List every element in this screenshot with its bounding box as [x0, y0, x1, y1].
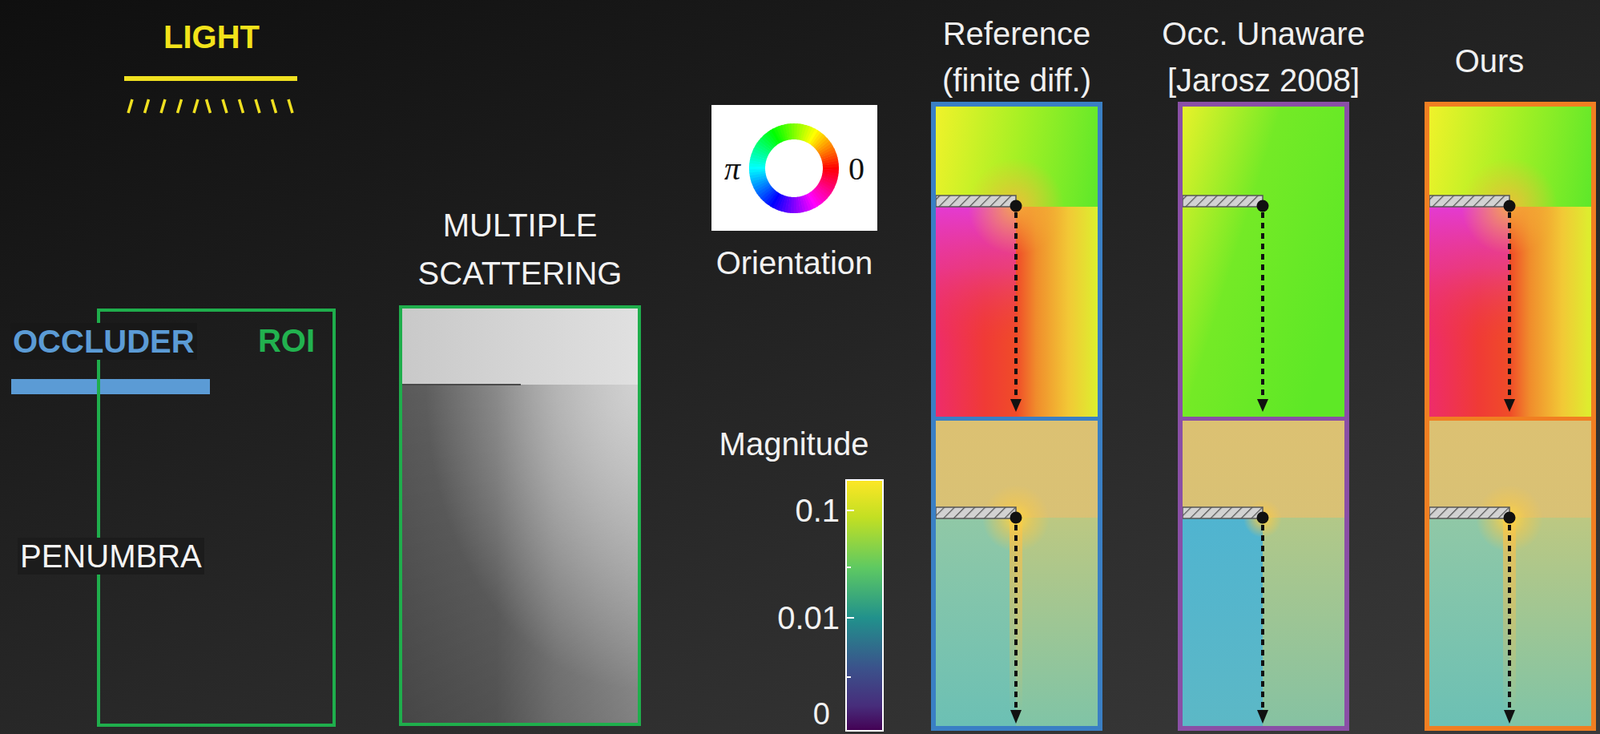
angle-label: π [724, 149, 741, 187]
reference-panel: Reference (finite diff.) [930, 101, 1103, 731]
reference-panel-image [930, 106, 1103, 726]
panel-heading: Occ. Unaware [Jarosz 2008] [1156, 10, 1371, 104]
light-ray [161, 99, 166, 113]
light-ray [222, 99, 227, 113]
panel-heading: Reference (finite diff.) [909, 10, 1125, 104]
color-wheel-segment [822, 169, 839, 174]
panel-divider [930, 416, 1103, 421]
occluder-marks [1429, 195, 1516, 724]
occluder-marks [935, 195, 1023, 724]
angle-label: 0 [848, 149, 865, 187]
ours-panel: Ours [1424, 101, 1596, 731]
colorbar-tick [846, 566, 851, 569]
occ-unaware-panel: Occ. Unaware [Jarosz 2008] [1177, 101, 1350, 731]
light-source [124, 76, 298, 81]
tick-label: 0 [813, 697, 831, 733]
light-rays [128, 99, 293, 113]
magnitude-map [1429, 420, 1592, 726]
orientation-key-box [711, 104, 878, 231]
tick-label: 0.01 [777, 599, 840, 637]
light-ray [272, 99, 277, 113]
light-ray [193, 99, 198, 113]
colorbar-tick [846, 676, 851, 678]
colorbar-tick [846, 616, 855, 619]
panel-divider [1424, 416, 1596, 421]
colorbar-title: Magnitude [719, 425, 870, 463]
occ-unaware-panel-image [1177, 106, 1350, 726]
colorbar [846, 479, 883, 731]
scattering-panel: MULTIPLE SCATTERING [398, 305, 641, 726]
orientation-key: π0Orientation [711, 104, 878, 231]
roi-label: ROI [257, 322, 315, 359]
light-ray [177, 99, 182, 113]
panel-divider [1177, 416, 1350, 421]
light-ray [255, 99, 260, 113]
colorbar-tick [846, 509, 855, 512]
scattering-image [402, 384, 638, 723]
penumbra-label: PENUMBRA [17, 537, 205, 575]
magnitude-map [935, 420, 1098, 726]
panel-heading: MULTIPLE SCATTERING [399, 201, 641, 298]
occluder-marks [1182, 195, 1270, 724]
magnitude-map [1182, 420, 1345, 726]
ours-panel-image [1424, 106, 1596, 726]
occluder-label: OCCLUDER [10, 322, 198, 360]
scattering-image [402, 384, 638, 723]
scattering-image [402, 384, 638, 723]
color-wheel [749, 123, 839, 214]
occluder-edge [402, 383, 521, 386]
light-ray [288, 99, 293, 113]
light-ray [206, 99, 211, 113]
panel-heading: Ours [1382, 37, 1597, 85]
roi-box: ROI [96, 308, 336, 727]
scattering-image [402, 308, 638, 723]
light-ray [145, 99, 150, 113]
tick-label: 0.1 [794, 491, 840, 529]
scattering-image [402, 308, 638, 386]
colorbar-ticks [846, 510, 855, 678]
occluder-bar [11, 378, 210, 395]
key-caption: Orientation [716, 245, 874, 282]
light-ray [239, 99, 244, 113]
light-label: LIGHT [163, 18, 260, 56]
light-ray [128, 99, 133, 113]
